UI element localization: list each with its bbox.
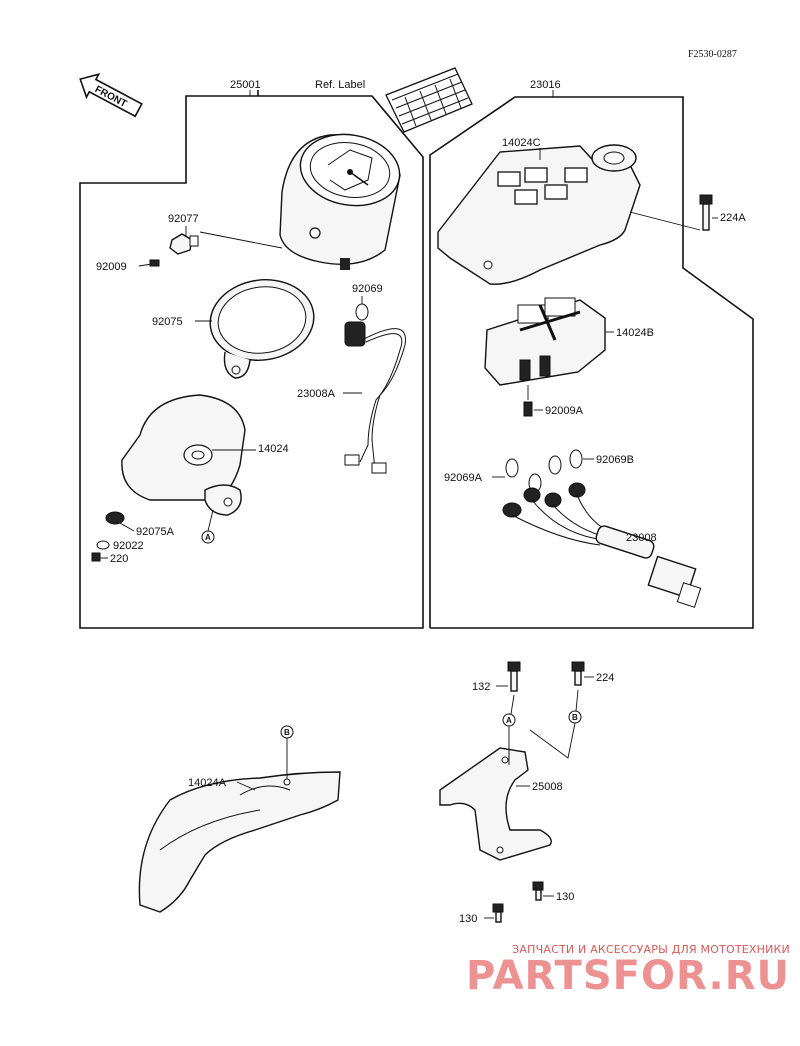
harness-23008A (344, 328, 406, 474)
label-92009A: 92009A (545, 405, 584, 417)
bolt-130-upper (532, 881, 544, 901)
label-130-upper: 130 (556, 891, 574, 903)
svg-text:B: B (572, 713, 578, 722)
label-14024C: 14024C (502, 137, 541, 149)
label-23008: 23008 (626, 532, 657, 544)
housing-14024 (121, 394, 246, 516)
svg-text:A: A (205, 533, 211, 542)
bolt-130-lower (492, 903, 504, 923)
bolt-132 (507, 661, 521, 692)
label-132: 132 (472, 681, 490, 693)
label-23016: 23016 (530, 79, 561, 91)
bulb-92069 (344, 303, 369, 347)
bolt-224 (571, 661, 585, 686)
svg-text:B: B (284, 728, 290, 737)
label-92069: 92069 (352, 283, 383, 295)
screw-220 (91, 552, 101, 562)
watermark: ЗАПЧАСТИ И АКСЕССУАРЫ ДЛЯ МОТОТЕХНИКИ PA… (466, 943, 790, 996)
gasket-ring-92075 (209, 279, 315, 379)
bolt-224A (699, 194, 713, 231)
ref-label-text: Ref. Label (315, 79, 365, 91)
label-92075: 92075 (152, 316, 183, 328)
marker-a-left: A (201, 530, 215, 544)
label-130-lower: 130 (459, 913, 477, 925)
marker-b-right: B (568, 710, 582, 724)
ref-label-icon (385, 67, 473, 133)
drawing-code: F2530-0287 (688, 49, 737, 60)
group-25001-outline (79, 90, 424, 629)
rubber-grommet-92075A (105, 511, 125, 525)
label-92077: 92077 (168, 213, 199, 225)
label-25001: 25001 (230, 79, 261, 91)
cover-14024C (437, 144, 641, 285)
marker-a-right: A (502, 713, 516, 727)
label-92009: 92009 (96, 261, 127, 273)
marker-b-left: B (280, 725, 294, 739)
front-arrow: FRONT (79, 72, 143, 118)
speedometer-gauge (279, 133, 401, 270)
bulb-socket-92077 (169, 233, 199, 255)
watermark-tagline: ЗАПЧАСТИ И АКСЕССУАРЫ ДЛЯ МОТОТЕХНИКИ (512, 943, 790, 956)
label-14024B: 14024B (616, 327, 654, 339)
label-92022: 92022 (113, 540, 144, 552)
label-25008: 25008 (532, 781, 563, 793)
label-14024: 14024 (258, 443, 289, 455)
label-92075A: 92075A (136, 526, 175, 538)
washer-92022 (96, 540, 110, 550)
svg-text:A: A (506, 716, 512, 725)
bulbs-92069A-92069B (502, 449, 586, 518)
bracket-25008 (439, 747, 552, 861)
label-92069B: 92069B (596, 454, 634, 466)
cover-14024A (138, 771, 341, 913)
label-220: 220 (110, 553, 128, 565)
label-92069A: 92069A (444, 472, 483, 484)
label-224A: 224A (720, 212, 746, 224)
label-14024A: 14024A (188, 777, 227, 789)
screw-92009A (523, 401, 533, 417)
watermark-brand: PARTSFOR.RU (465, 953, 790, 999)
label-23008A: 23008A (297, 388, 336, 400)
screw-92009 (149, 259, 160, 267)
socket-block-14024B (484, 297, 606, 386)
label-224: 224 (596, 672, 614, 684)
harness-23008 (511, 494, 702, 608)
group-23016-outline (429, 96, 754, 629)
